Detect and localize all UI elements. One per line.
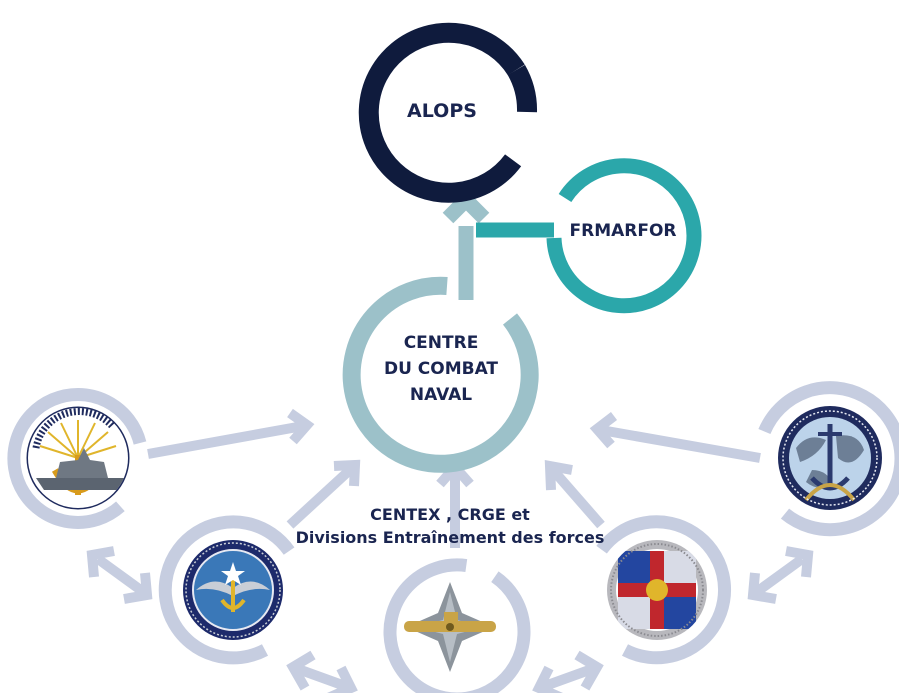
double-arrow-fanu-fost	[286, 650, 358, 693]
ring-fusco	[596, 515, 732, 665]
frmarfor-ring	[546, 158, 702, 314]
arrow-gend-to-ccn	[589, 412, 761, 463]
frmarfor-label: FRMARFOR	[569, 221, 676, 241]
ring-fanu	[158, 515, 295, 665]
alops-ring	[358, 22, 525, 203]
fan-band-text	[32, 408, 115, 449]
centex-caption-line1: CENTEX , CRGE et	[370, 505, 530, 524]
alops-label: ALOPS	[407, 100, 477, 122]
emblem-fanu[interactable]	[183, 540, 283, 640]
star-icon	[221, 562, 245, 585]
sun-rays-icon	[39, 420, 117, 459]
emblem-gend[interactable]	[778, 406, 882, 510]
node-alops[interactable]: ALOPS	[358, 22, 537, 203]
double-arrow-fost-fusco	[532, 650, 604, 693]
ring-fost	[383, 558, 531, 693]
emblem-fost[interactable]	[400, 577, 500, 677]
node-frmarfor[interactable]: FRMARFOR	[546, 158, 702, 314]
ccn-label-line2: DU COMBAT	[384, 359, 498, 379]
double-arrow-fan-fanu	[86, 546, 153, 604]
alops-ring-gap-close	[507, 64, 537, 113]
ccn-stem-arrowhead	[442, 189, 490, 224]
ring-fan	[7, 387, 147, 529]
double-arrow-fusco-gend	[747, 546, 814, 604]
frigate-icon	[36, 478, 128, 490]
ccn-to-alops-connector	[442, 189, 554, 300]
ccn-ring	[342, 276, 539, 473]
globe-continents-icon	[796, 437, 826, 462]
arrow-fan-to-ccn	[147, 408, 315, 459]
arrow-fanu-to-ccn	[286, 459, 361, 529]
centex-caption-line2: Divisions Entraînement des forces	[296, 528, 605, 547]
node-ccn[interactable]: CENTRE DU COMBAT NAVAL	[342, 276, 539, 473]
rope-icon	[804, 483, 856, 502]
emblem-fusco[interactable]	[607, 540, 707, 640]
emblem-fan[interactable]	[26, 406, 130, 510]
ccn-label-line1: CENTRE	[404, 333, 479, 353]
arrow-fusco-to-ccn	[544, 459, 605, 529]
ccn-label-line3: NAVAL	[410, 385, 472, 405]
lateral-double-arrows	[86, 546, 814, 693]
centex-caption: CENTEX , CRGE et Divisions Entraînement …	[296, 505, 605, 547]
